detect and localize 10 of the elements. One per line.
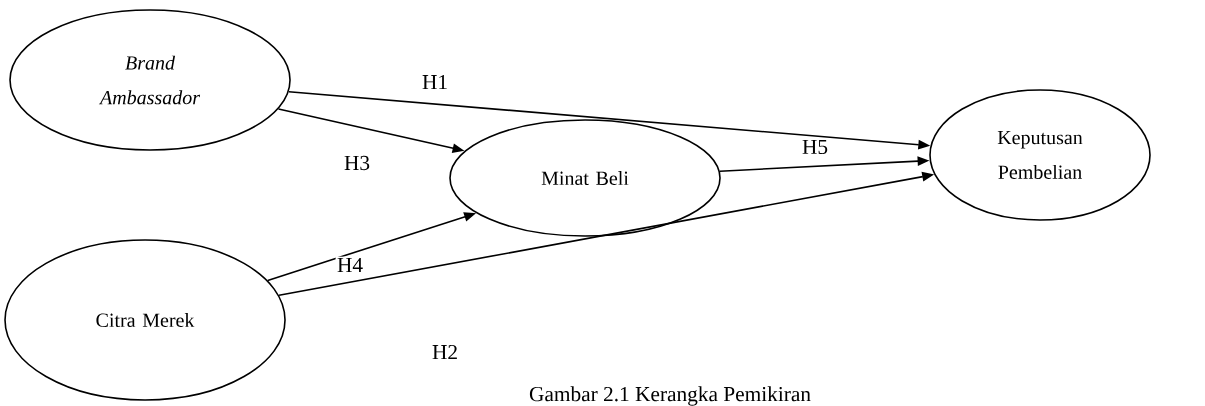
ellipse-node: Brand Ambassador (9, 9, 291, 151)
edge-label: H1 (420, 73, 450, 91)
caption: Gambar 2.1 Kerangka Pemikiran (529, 386, 811, 406)
edge-label: H2 (430, 343, 460, 361)
edge-label: H4 (335, 256, 365, 274)
edge-label: H5 (800, 138, 830, 156)
ellipse-node: Citra Merek (4, 239, 286, 401)
ellipse-node: Keputusan Pembelian (929, 89, 1151, 221)
edge-label: H3 (342, 154, 372, 172)
ellipse-node: Minat Beli (449, 119, 721, 237)
